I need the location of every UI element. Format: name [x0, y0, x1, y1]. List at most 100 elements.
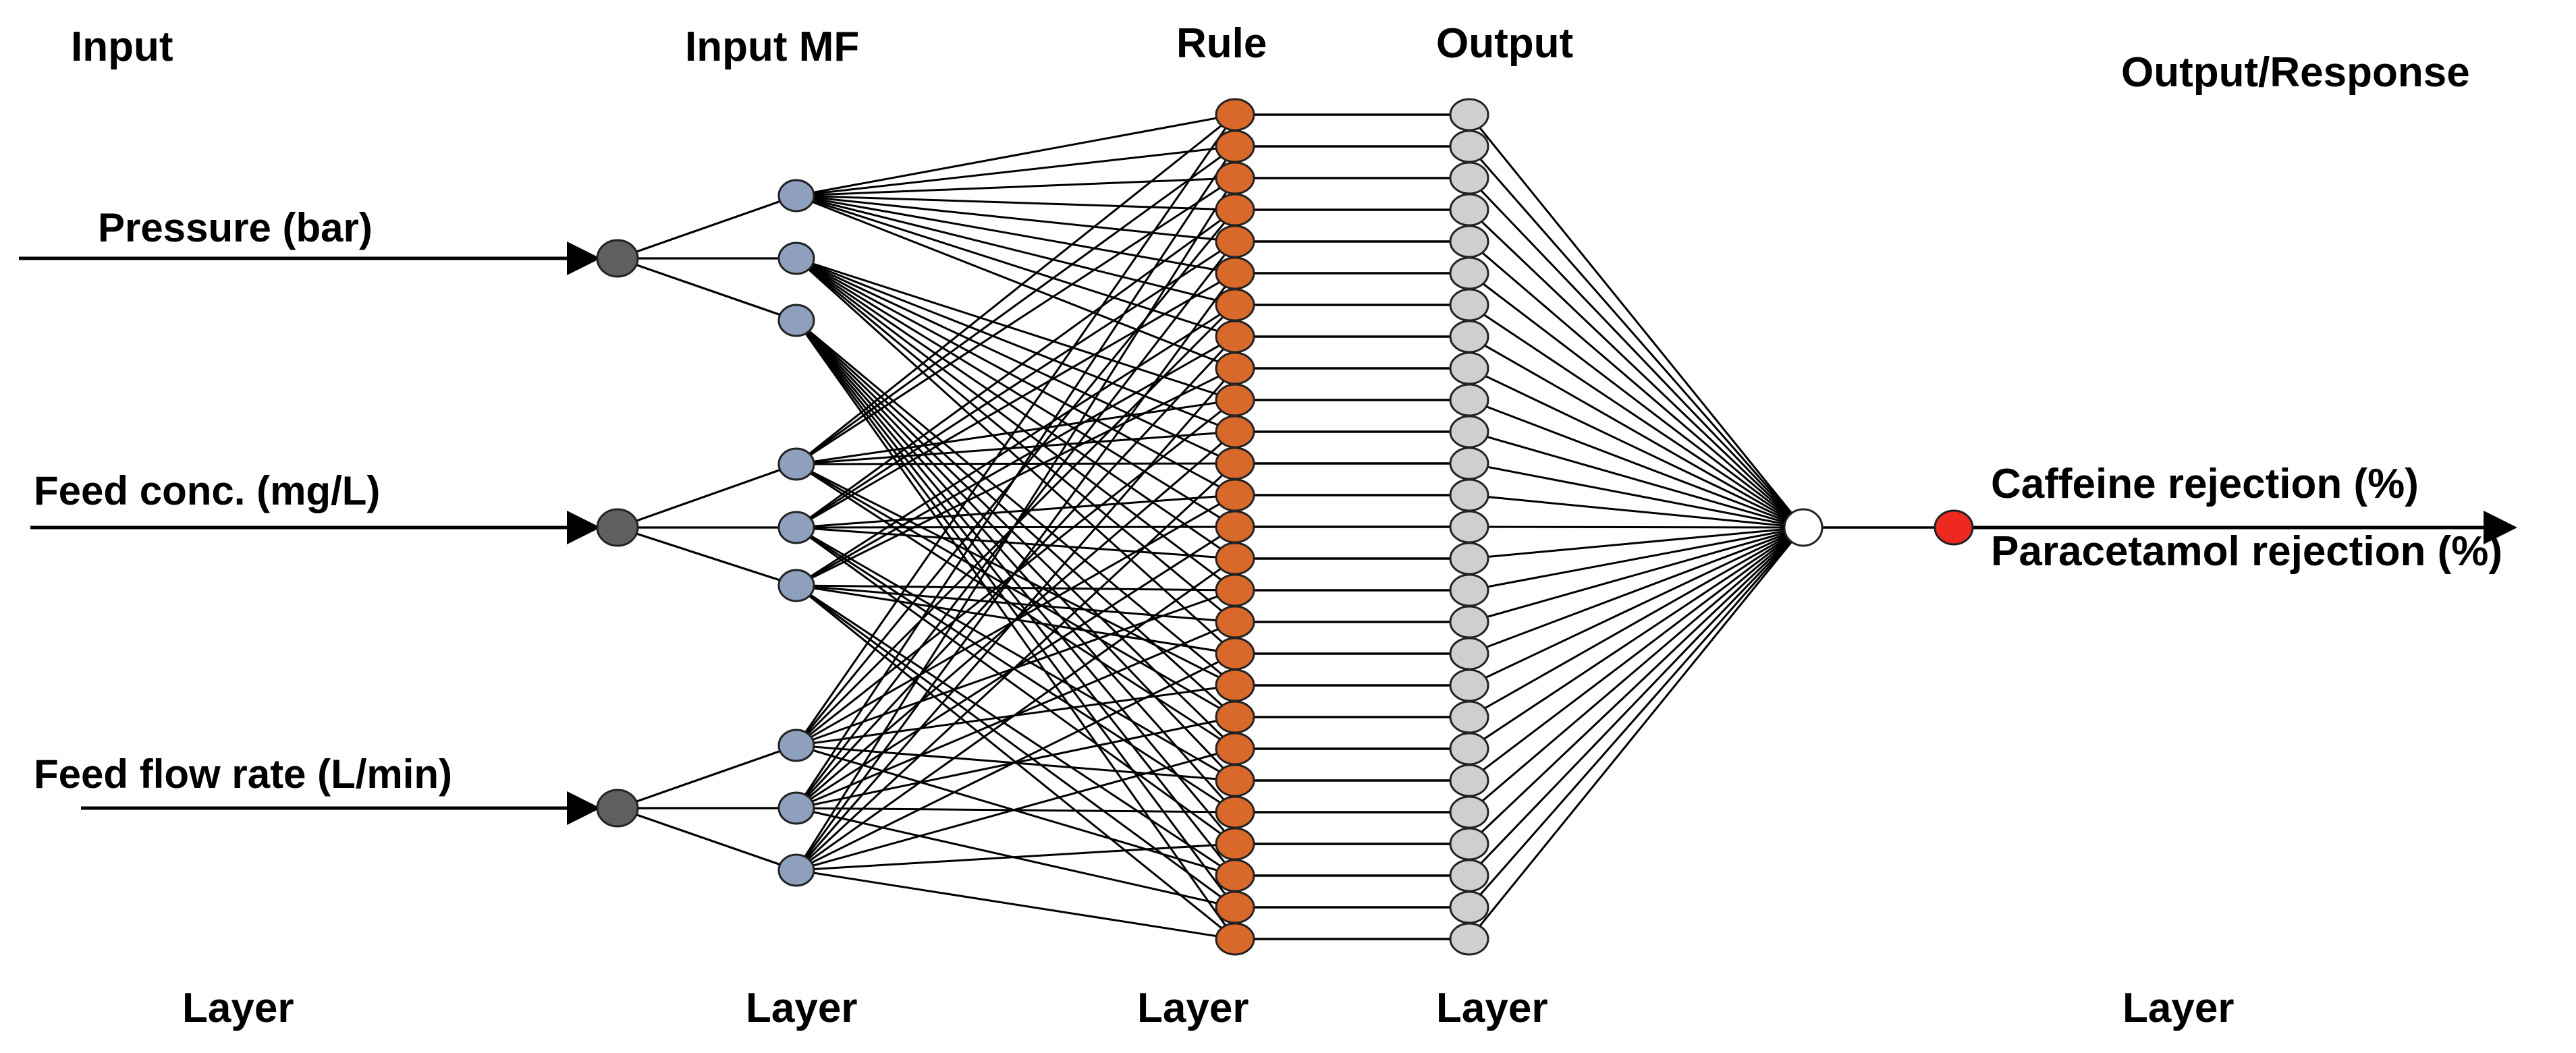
connection-line [796, 194, 1236, 338]
connection-line [796, 304, 1236, 587]
output-node [1449, 161, 1489, 195]
output-node [1449, 510, 1489, 544]
output-node [1449, 573, 1489, 607]
connections [617, 113, 1954, 940]
connection-line [796, 335, 1236, 587]
output-node [1449, 542, 1489, 575]
connection-line [1469, 494, 1804, 529]
connection-line [795, 320, 1236, 813]
connection-line [796, 494, 1236, 529]
output-node [1449, 130, 1489, 163]
connection-line [796, 194, 1236, 211]
connection-line [796, 584, 1236, 623]
output-node [1449, 225, 1489, 258]
connection-line [796, 240, 1236, 529]
connection-line [1469, 526, 1804, 750]
connection-line [796, 113, 1236, 197]
connection-line [796, 257, 1236, 496]
rule-node [1215, 447, 1255, 480]
output-node [1449, 193, 1489, 227]
connection-line [796, 584, 1236, 909]
connection-line [796, 177, 1236, 465]
connection-line [1469, 525, 1804, 529]
connection-line [1468, 208, 1805, 529]
connection-line [796, 194, 1236, 370]
connection-line [796, 194, 1236, 306]
connection-line [617, 807, 797, 872]
rule-node [1215, 320, 1255, 353]
connection-line [617, 526, 797, 587]
connection-line [796, 430, 1236, 465]
input-label-feed-flow: Feed flow rate (L/min) [34, 751, 452, 797]
connection-line [796, 684, 1236, 747]
rule-node [1215, 859, 1255, 892]
input-arrows [19, 241, 601, 825]
connection-line [796, 399, 1236, 747]
connection-line [796, 584, 1236, 655]
connection-line [796, 257, 1236, 528]
connection-line [796, 526, 1236, 845]
response-node [1934, 509, 1974, 546]
output-node [1449, 447, 1489, 480]
connection-line [1469, 462, 1804, 529]
connection-line [1469, 526, 1804, 560]
rule-node [1215, 542, 1255, 575]
connection-line [1469, 526, 1804, 718]
connection-line [1469, 272, 1804, 529]
connection-line [1469, 399, 1804, 529]
rule-node [1215, 98, 1255, 132]
output-node [1449, 795, 1489, 829]
connection-line [796, 194, 1236, 275]
rule-node [1215, 510, 1255, 544]
rule-node [1215, 351, 1255, 385]
connection-line [796, 462, 1236, 465]
output-label-caffeine: Caffeine rejection (%) [1991, 461, 2419, 507]
connection-line [796, 807, 1236, 909]
connection-line [1469, 335, 1804, 529]
rule-node [1215, 415, 1255, 449]
output-label-paracetamol: Paracetamol rejection (%) [1991, 528, 2502, 575]
connection-line [617, 744, 797, 809]
rule-node [1215, 605, 1255, 639]
connection-line [796, 194, 1236, 243]
connection-line [1468, 114, 1805, 528]
connection-line [1469, 526, 1804, 687]
connection-line [796, 257, 1236, 560]
output-node [1449, 478, 1489, 512]
connection-line [795, 320, 1236, 940]
connection-line [796, 257, 1236, 465]
connection-line [617, 463, 797, 529]
output-node [1449, 256, 1489, 290]
mf-node [777, 511, 815, 544]
mf-node [777, 791, 815, 825]
input-node [596, 508, 639, 547]
connection-line [796, 319, 1236, 687]
connection-line [795, 320, 1236, 908]
output-node [1449, 320, 1489, 353]
rule-node [1215, 478, 1255, 512]
connection-line [795, 320, 1236, 845]
rule-node [1215, 256, 1255, 290]
rule-node [1215, 130, 1255, 163]
connection-line [1469, 430, 1804, 529]
output-node [1449, 98, 1489, 132]
connection-line [796, 584, 1236, 592]
connection-line [1468, 526, 1805, 845]
connection-line [796, 113, 1236, 465]
connection-line [617, 194, 797, 260]
connection-line [796, 584, 1236, 877]
output-node [1449, 605, 1489, 639]
connection-line [795, 319, 1236, 718]
mf-node [777, 179, 815, 212]
rule-node [1215, 732, 1255, 766]
connection-line [796, 584, 1236, 940]
connection-line [796, 208, 1236, 529]
connection-line [796, 257, 1236, 401]
rule-node [1215, 161, 1255, 195]
rule-node [1215, 668, 1255, 702]
mf-node [777, 304, 815, 337]
connection-line [796, 463, 1236, 718]
connection-line [796, 869, 1236, 940]
mf-node [777, 853, 815, 887]
